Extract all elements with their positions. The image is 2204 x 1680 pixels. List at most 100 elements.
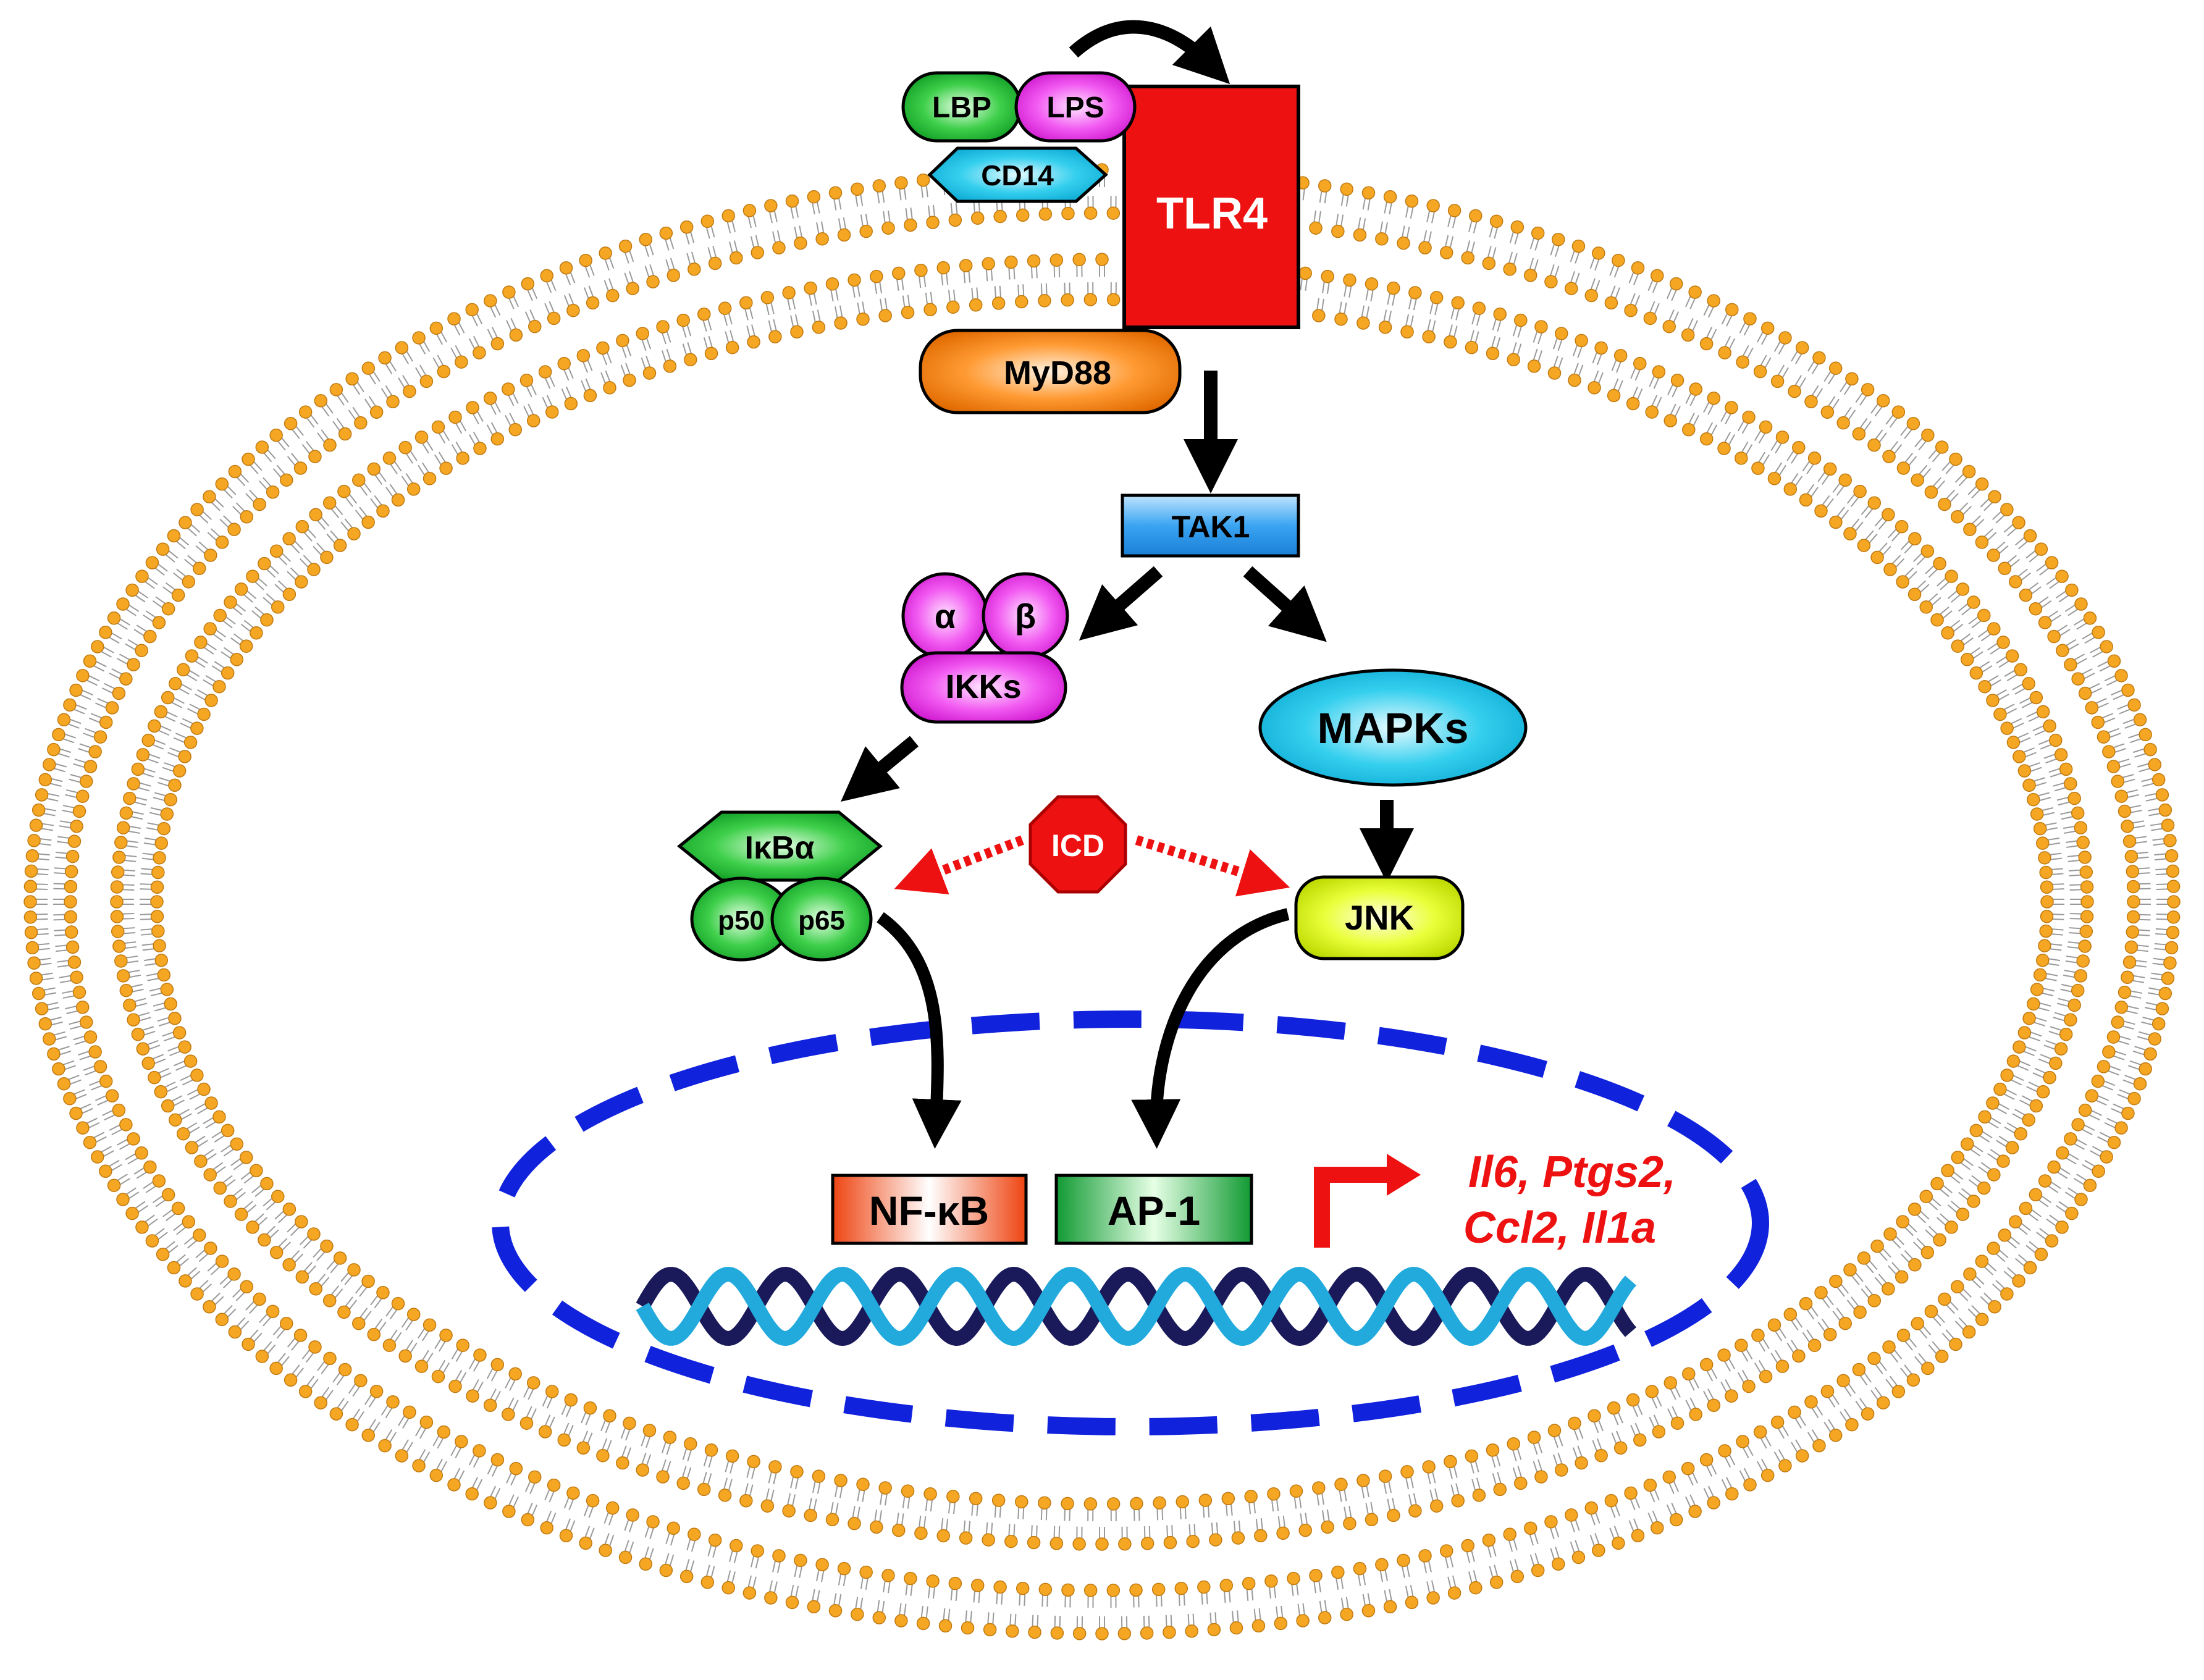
lipid-head — [136, 1042, 150, 1056]
lipid-head — [739, 1494, 753, 1508]
lipid-head — [2022, 778, 2036, 792]
lipid-head — [1405, 194, 1419, 208]
lipid-head — [1361, 186, 1376, 200]
lipid-head — [32, 986, 46, 1001]
lipid-head — [2038, 851, 2051, 865]
lipid-head — [718, 301, 732, 315]
lipid-head — [1244, 1490, 1258, 1503]
lipid-head — [242, 1337, 255, 1351]
lipid-head — [1998, 561, 2012, 576]
lipid-head — [23, 895, 37, 909]
lipid-head — [1465, 340, 1479, 355]
lipid-head — [72, 804, 86, 818]
lipid-head — [116, 821, 130, 834]
lipid-head — [1996, 1154, 2010, 1168]
tak1-to-mapks-arrow — [1243, 566, 1327, 642]
lipid-head — [559, 1529, 573, 1542]
myd88-node — [919, 329, 1182, 414]
lipid-head — [1799, 493, 1813, 507]
lipid-head — [642, 366, 657, 380]
lipid-head — [484, 294, 497, 308]
lipid-head — [991, 296, 1006, 310]
lipid-head — [676, 313, 690, 327]
target-genes-line2: Ccl2, Il1a — [1463, 1203, 1656, 1253]
lipid-head — [1312, 309, 1326, 322]
lipid-head — [1977, 608, 1991, 623]
lipid-head — [125, 583, 139, 597]
lps-node — [1014, 71, 1137, 143]
lipid-head — [848, 1516, 861, 1531]
dna-strand-dark — [636, 1266, 1637, 1346]
lipid-head — [1050, 1626, 1064, 1640]
lipid-head — [183, 1054, 198, 1068]
lipid-head — [1118, 1537, 1132, 1551]
lipid-head — [135, 1146, 148, 1160]
lipid-head — [1604, 1493, 1618, 1508]
lipid-head — [1967, 595, 1980, 609]
lipid-head — [1231, 1531, 1245, 1545]
lipid-head — [1038, 1582, 1053, 1597]
lipid-head — [412, 331, 426, 345]
lipid-head — [760, 291, 775, 304]
lipid-head — [2166, 864, 2180, 878]
lipid-head — [1778, 331, 1792, 345]
lipid-head — [579, 253, 592, 267]
lipid-head — [25, 849, 40, 863]
lipid-head — [730, 1539, 743, 1553]
lipid-head — [1353, 1561, 1367, 1576]
lipid-head — [1547, 1424, 1562, 1437]
lipid-head — [1911, 473, 1924, 487]
lipid-head — [1664, 414, 1678, 427]
lipid-head — [465, 1487, 479, 1501]
lipid-head — [1298, 1523, 1312, 1537]
lipid-head — [42, 758, 56, 771]
lipid-head — [1891, 405, 1906, 419]
lipid-head — [307, 563, 321, 576]
lipid-head — [583, 1401, 597, 1415]
lipid-head — [2155, 788, 2169, 802]
lipid-head — [502, 1505, 516, 1518]
lipid-head — [2065, 583, 2079, 597]
lipid-head — [295, 519, 309, 534]
lipid-head — [64, 895, 77, 909]
lipid-head — [382, 452, 397, 465]
lipid-head — [1523, 269, 1537, 282]
lipid-head — [596, 341, 610, 355]
lipid-head — [192, 1228, 206, 1242]
lipid-head — [656, 320, 670, 334]
lipid-head — [1669, 277, 1683, 291]
lipid-head — [1343, 273, 1356, 287]
lipid-head — [154, 1085, 168, 1099]
lipid-head — [234, 582, 248, 596]
lipid-head — [1645, 1385, 1659, 1398]
lipid-head — [47, 742, 61, 757]
lipid-head — [1594, 341, 1608, 355]
lipid-head — [337, 1305, 351, 1319]
lipid-head — [1106, 293, 1121, 306]
lipid-head — [212, 679, 226, 694]
lipid-head — [926, 1574, 940, 1588]
lipid-head — [1896, 1329, 1911, 1342]
lipid-head — [2155, 1002, 2169, 1015]
lipid-head — [923, 303, 937, 316]
lipid-head — [528, 319, 542, 334]
lipid-head — [1365, 1513, 1379, 1527]
lipid-head — [65, 849, 80, 863]
lipid-head — [465, 303, 479, 317]
lipid-head — [230, 1137, 244, 1151]
lipid-head — [923, 1487, 937, 1501]
lipid-head — [1951, 1151, 1965, 1164]
lipid-head — [1857, 1251, 1871, 1265]
lipid-head — [926, 216, 940, 229]
lipid-head — [1895, 1270, 1909, 1284]
lipid-head — [338, 427, 352, 441]
lipid-head — [916, 173, 930, 187]
lipid-head — [1867, 1293, 1882, 1308]
lipid-head — [2000, 721, 2014, 735]
lipid-head — [395, 341, 409, 355]
lipid-head — [2083, 1178, 2097, 1192]
lipid-head — [2127, 895, 2140, 909]
lipid-head — [228, 1325, 242, 1339]
lipid-head — [361, 361, 376, 375]
lipid-head — [1770, 374, 1785, 388]
